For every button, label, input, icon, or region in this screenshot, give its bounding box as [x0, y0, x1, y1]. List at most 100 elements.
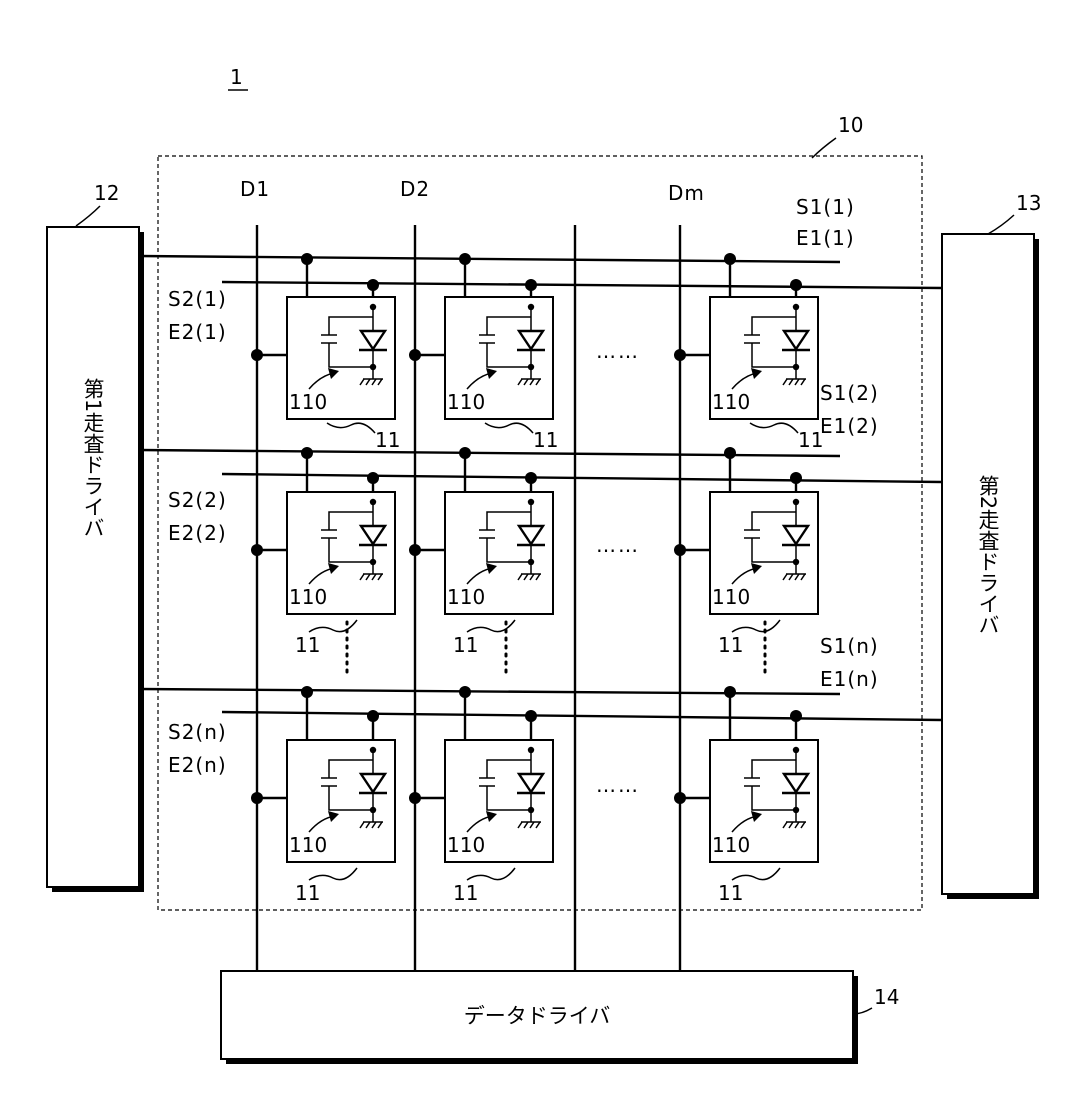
pixel-ref-leader — [309, 620, 357, 632]
scan-junction-dot — [301, 253, 313, 265]
element-ref-label: 110 — [712, 585, 750, 609]
first-driver-ref: 12 — [94, 181, 119, 205]
label-e2-1: E2(1) — [168, 320, 227, 344]
pixel-ref-leader — [750, 423, 798, 433]
pixel-ref-leader — [485, 423, 533, 433]
node-dot — [370, 364, 376, 370]
pixel-ref-label: 11 — [533, 428, 558, 452]
data-line-label-d1: D1 — [240, 177, 270, 201]
node-dot — [793, 364, 799, 370]
label-s2-1: S2(1) — [168, 287, 227, 311]
emission-junction-dot — [790, 710, 802, 722]
pixel-ref-label: 11 — [718, 881, 743, 905]
data-junction-dot — [251, 792, 263, 804]
node-dot — [528, 559, 534, 565]
scan-junction-dot — [459, 253, 471, 265]
pixel-ref-label: 11 — [295, 881, 320, 905]
pixel-ref-leader — [732, 620, 780, 632]
data-junction-dot — [674, 792, 686, 804]
panel-ref-label: 10 — [838, 113, 863, 137]
node-dot — [370, 559, 376, 565]
label-s2-2: S2(2) — [168, 488, 227, 512]
data-junction-dot — [409, 792, 421, 804]
second-driver-label: 第2走査ドライバ — [976, 475, 1000, 635]
element-ref-label: 110 — [289, 390, 327, 414]
pixel-circuit: 11011 — [251, 447, 395, 657]
column-ellipsis: …… — [596, 773, 640, 797]
scan-junction-dot — [459, 447, 471, 459]
data-junction-dot — [674, 544, 686, 556]
element-ref-label: 110 — [447, 585, 485, 609]
element-ref-label: 110 — [712, 390, 750, 414]
pixel-ref-label: 11 — [375, 428, 400, 452]
figure-number: 1 — [230, 65, 244, 89]
first-driver-label: 第1走査ドライバ — [81, 378, 105, 538]
second-driver-ref-leader — [988, 215, 1014, 234]
pixel-ref-leader — [327, 423, 375, 433]
node-dot — [528, 499, 534, 505]
data-junction-dot — [409, 349, 421, 361]
scan-junction-dot — [301, 447, 313, 459]
pixel-ref-label: 11 — [453, 881, 478, 905]
label-e2-2: E2(2) — [168, 521, 227, 545]
data-junction-dot — [251, 349, 263, 361]
label-e1-n: E1(n) — [820, 667, 879, 691]
scan-junction-dot — [724, 447, 736, 459]
pixel-circuit: 11011 — [409, 447, 553, 657]
scan-junction-dot — [301, 686, 313, 698]
element-ref-label: 110 — [447, 833, 485, 857]
data-driver-label: データドライバ — [464, 1004, 611, 1028]
label-s2-n: S2(n) — [168, 720, 227, 744]
second-driver-ref: 13 — [1016, 191, 1041, 215]
data-driver-ref: 14 — [874, 985, 899, 1009]
emission-junction-dot — [367, 710, 379, 722]
pixel-ref-leader — [309, 868, 357, 880]
pixel-ref-leader — [467, 868, 515, 880]
data-line-label-dm: Dm — [668, 181, 705, 205]
node-dot — [793, 499, 799, 505]
emission-junction-dot — [367, 472, 379, 484]
emission-junction-dot — [525, 710, 537, 722]
panel-ref-leader — [812, 138, 836, 158]
pixel-circuit: 110 11 — [251, 686, 395, 905]
element-ref-label: 110 — [712, 833, 750, 857]
pixel-ref-label: 11 — [798, 428, 823, 452]
emission-junction-dot — [525, 279, 537, 291]
label-e1-2: E1(2) — [820, 414, 879, 438]
column-ellipsis: …… — [596, 533, 640, 557]
label-e2-n: E2(n) — [168, 753, 227, 777]
node-dot — [793, 807, 799, 813]
first-scan-driver — [47, 227, 139, 887]
scan-junction-dot — [459, 686, 471, 698]
scan-junction-dot — [724, 686, 736, 698]
label-s1-1: S1(1) — [796, 195, 855, 219]
data-junction-dot — [251, 544, 263, 556]
pixel-ref-label: 11 — [718, 633, 743, 657]
element-ref-label: 110 — [289, 833, 327, 857]
emission-junction-dot — [525, 472, 537, 484]
emission-line-e2-2 — [222, 474, 942, 482]
node-dot — [793, 747, 799, 753]
label-s1-n: S1(n) — [820, 634, 879, 658]
node-dot — [793, 559, 799, 565]
node-dot — [528, 364, 534, 370]
pixel-ref-leader — [732, 868, 780, 880]
node-dot — [370, 747, 376, 753]
node-dot — [370, 304, 376, 310]
emission-junction-dot — [367, 279, 379, 291]
pixel-circuit-array: 110 11 110 11 110 11 110 11 110 11 110 11 110 11 110 11… — [251, 253, 823, 905]
element-ref-label: 110 — [289, 585, 327, 609]
scan-junction-dot — [724, 253, 736, 265]
node-dot — [528, 304, 534, 310]
element-ref-label: 110 — [447, 390, 485, 414]
node-dot — [528, 747, 534, 753]
emission-junction-dot — [790, 472, 802, 484]
pixel-circuit: 110 11 — [409, 686, 553, 905]
node-dot — [793, 304, 799, 310]
node-dot — [370, 499, 376, 505]
column-ellipsis: …… — [596, 339, 640, 363]
emission-line-e2-1 — [222, 282, 942, 288]
data-junction-dot — [674, 349, 686, 361]
data-junction-dot — [409, 544, 421, 556]
